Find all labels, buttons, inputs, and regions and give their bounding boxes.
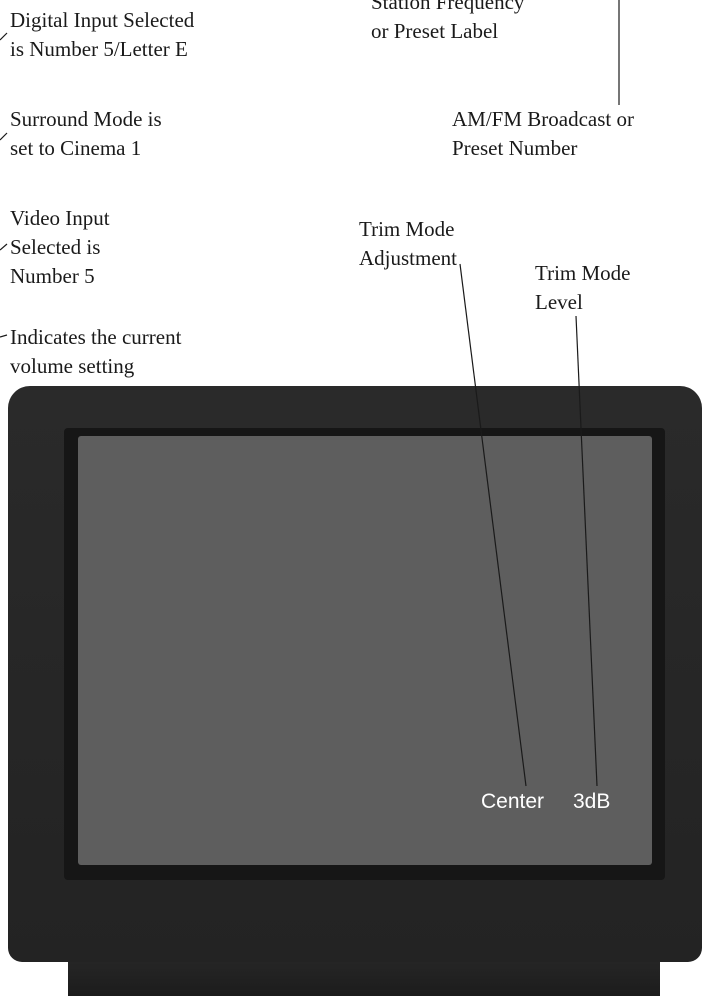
label-trim-adjustment: Trim Mode Adjustment (359, 215, 457, 273)
label-video-input: Video Input Selected is Number 5 (10, 204, 110, 291)
label-broadcast-line1: AM/FM Broadcast or (452, 107, 634, 131)
label-volume-line1: Indicates the current (10, 325, 182, 349)
label-digital-input: Digital Input Selected is Number 5/Lette… (10, 6, 194, 64)
leader-digital-input (0, 32, 8, 41)
osd-trim-value: 3dB (573, 790, 611, 813)
leader-video-input (0, 243, 8, 251)
label-volume-line2: volume setting (10, 354, 135, 378)
label-video-input-line2: Selected is (10, 235, 101, 259)
label-station-frequency-line2: or Preset Label (371, 19, 499, 43)
label-broadcast-line2: Preset Number (452, 136, 578, 160)
label-surround-mode: Surround Mode is set to Cinema 1 (10, 105, 162, 163)
label-trim-level-line1: Trim Mode (535, 261, 631, 285)
label-trim-adjustment-line2: Adjustment (359, 246, 457, 270)
label-digital-input-line2: is Number 5/Letter E (10, 37, 188, 61)
label-station-frequency-line1: Station Frequency (371, 0, 525, 14)
label-station-frequency: Station Frequency or Preset Label (371, 0, 524, 46)
leader-surround-mode (0, 132, 8, 141)
osd-trim-channel: Center (481, 790, 545, 813)
label-broadcast: AM/FM Broadcast or Preset Number (452, 105, 634, 163)
label-trim-level: Trim Mode Level (535, 259, 631, 317)
label-trim-adjustment-line1: Trim Mode (359, 217, 455, 241)
label-volume: Indicates the current volume setting (10, 323, 181, 381)
label-video-input-line1: Video Input (10, 206, 110, 230)
label-video-input-line3: Number 5 (10, 264, 95, 288)
tv-screen (78, 436, 652, 865)
label-trim-level-line2: Level (535, 290, 583, 314)
label-digital-input-line1: Digital Input Selected (10, 8, 195, 32)
leader-volume (0, 334, 8, 338)
label-surround-mode-line1: Surround Mode is (10, 107, 162, 131)
label-surround-mode-line2: set to Cinema 1 (10, 136, 142, 160)
